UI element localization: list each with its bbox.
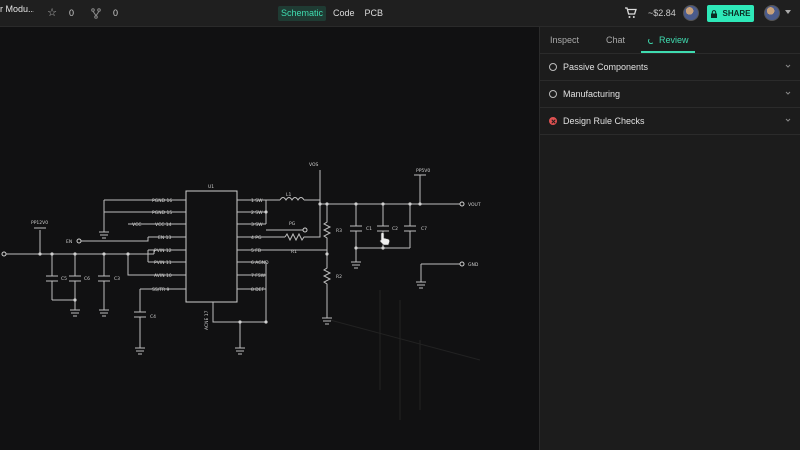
tab-code[interactable]: Code — [333, 8, 355, 18]
pin-label: PVIN 12 — [154, 248, 172, 254]
section-label: Manufacturing — [563, 89, 621, 99]
price-estimate[interactable]: ~$2.84 — [648, 8, 676, 18]
ref-label: C1 — [366, 226, 372, 232]
ref-label: R1 — [291, 249, 297, 255]
pin-label: 2 SW — [251, 210, 263, 216]
ref-label: C3 — [114, 276, 120, 282]
status-circle-icon — [549, 63, 557, 71]
pin-label: AVIN 10 — [154, 273, 172, 279]
share-button[interactable]: SHARE — [707, 5, 754, 22]
ref-label: C2 — [392, 226, 398, 232]
ref-label: R2 — [336, 274, 342, 280]
pin-label: 8 DEF — [251, 287, 265, 293]
schematic-canvas[interactable]: U1 ACNE 17 PGND 16 PGND 15 VCC 14 EN 13 … — [0, 27, 539, 450]
user-avatar[interactable] — [764, 5, 780, 21]
ref-label: R3 — [336, 228, 342, 234]
share-label: SHARE — [722, 9, 751, 18]
net-label-pp5v0: PP5V0 — [416, 168, 430, 174]
hand-cursor-icon — [379, 232, 390, 246]
error-icon — [549, 117, 557, 125]
ref-label: C5 — [61, 276, 67, 282]
cart-icon[interactable] — [624, 6, 637, 19]
net-label-pg: PG — [289, 221, 296, 227]
net-label-vcc: VCC — [132, 222, 141, 228]
collaborator-avatar[interactable] — [683, 5, 699, 21]
pin-label: 4 PG — [251, 235, 262, 241]
pin-label: 7 FSW — [251, 273, 266, 279]
ref-label: C6 — [84, 276, 90, 282]
pin-label: 1 SW — [251, 198, 263, 204]
section-label: Design Rule Checks — [563, 116, 645, 126]
tab-chat[interactable]: Chat — [606, 35, 626, 45]
ref-label: L1 — [286, 192, 292, 198]
pin-label: PGND 16 — [152, 198, 172, 204]
ic-part-label: ACNE 17 — [204, 310, 210, 330]
fork-icon[interactable] — [90, 7, 102, 19]
active-tab-indicator — [641, 51, 695, 53]
panel-tabs: Inspect Chat Review — [540, 27, 800, 54]
ref-label: C4 — [150, 314, 156, 320]
fork-count: 0 — [113, 8, 119, 18]
pin-label: VCC 14 — [155, 222, 172, 228]
view-tabs: Schematic Code PCB — [278, 6, 386, 21]
ic-ref-label: U1 — [208, 184, 214, 190]
tab-review[interactable]: Review — [659, 35, 689, 45]
tab-schematic[interactable]: Schematic — [278, 6, 327, 21]
top-bar: r Modu... ☆ 0 0 Schematic Code PCB ~$2.8… — [0, 0, 800, 27]
chevron-down-icon[interactable] — [785, 63, 791, 69]
pin-label: PVIN 11 — [154, 260, 172, 266]
net-label-pp12v0: PP12V0 — [31, 220, 48, 226]
star-count: 0 — [69, 8, 75, 18]
review-panel: Inspect Chat Review Passive Components M… — [539, 27, 800, 450]
pin-label: SS/TR 9 — [152, 287, 170, 293]
section-manufacturing[interactable]: Manufacturing — [540, 81, 800, 108]
document-title[interactable]: r Modu... — [0, 4, 34, 14]
status-circle-icon — [549, 90, 557, 98]
pin-label: 6 AGND — [251, 260, 269, 266]
schematic-drawing[interactable]: U1 ACNE 17 PGND 16 PGND 15 VCC 14 EN 13 … — [0, 27, 539, 450]
lock-icon — [711, 9, 718, 18]
pin-label: 3 SW — [251, 222, 263, 228]
ref-label: C7 — [421, 226, 427, 232]
net-label-en: EN — [66, 239, 72, 245]
star-icon[interactable]: ☆ — [47, 7, 57, 19]
loading-spinner-icon — [648, 38, 654, 44]
net-label-gnd: GND — [468, 262, 479, 268]
tab-pcb[interactable]: PCB — [364, 8, 384, 18]
pin-label: EN 13 — [158, 235, 172, 241]
section-passive-components[interactable]: Passive Components — [540, 54, 800, 81]
net-label-vos: VOS — [309, 162, 319, 168]
chevron-down-icon[interactable] — [785, 90, 791, 96]
section-label: Passive Components — [563, 62, 649, 72]
chevron-down-icon[interactable] — [785, 117, 791, 123]
chevron-down-icon[interactable] — [785, 10, 791, 14]
net-label-vout: VOUT — [468, 202, 481, 208]
tab-inspect[interactable]: Inspect — [550, 35, 580, 45]
section-design-rule-checks[interactable]: Design Rule Checks — [540, 108, 800, 135]
pin-label: 5 FB — [251, 248, 261, 254]
pin-label: PGND 15 — [152, 210, 172, 216]
